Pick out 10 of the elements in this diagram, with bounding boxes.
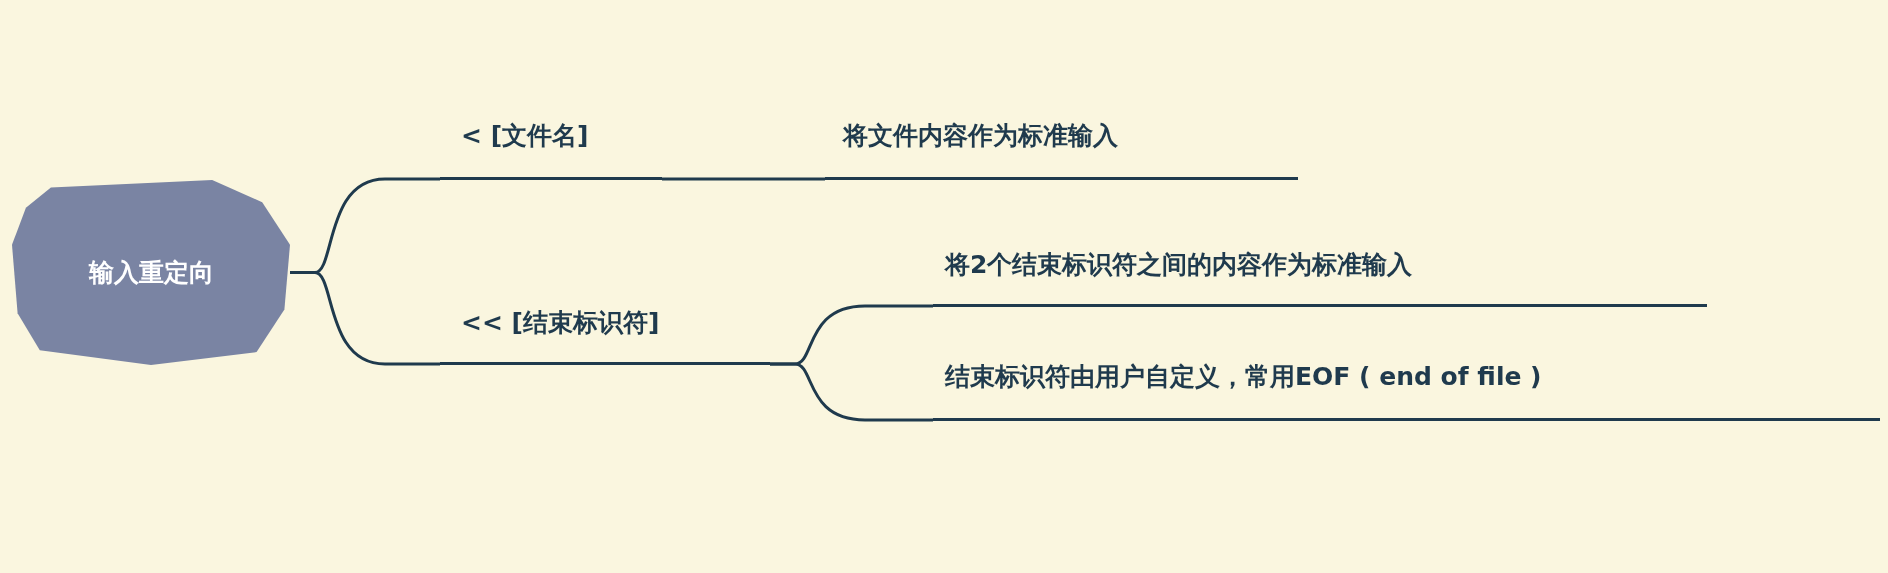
branch-label: < [文件名] bbox=[440, 116, 662, 180]
branch-line bbox=[770, 362, 933, 422]
branch-label: 将2个结束标识符之间的内容作为标准输入 bbox=[933, 245, 1707, 307]
branch-label: 将文件内容作为标准输入 bbox=[825, 116, 1298, 180]
root-label: 输入重定向 bbox=[88, 256, 214, 289]
branch-line bbox=[290, 271, 440, 366]
root-node bbox=[12, 180, 290, 365]
branch-line bbox=[662, 177, 825, 181]
branch-label: 结束标识符由用户自定义，常用EOF ( end of file ) bbox=[933, 357, 1880, 421]
branch-label: << [结束标识符] bbox=[440, 303, 770, 365]
